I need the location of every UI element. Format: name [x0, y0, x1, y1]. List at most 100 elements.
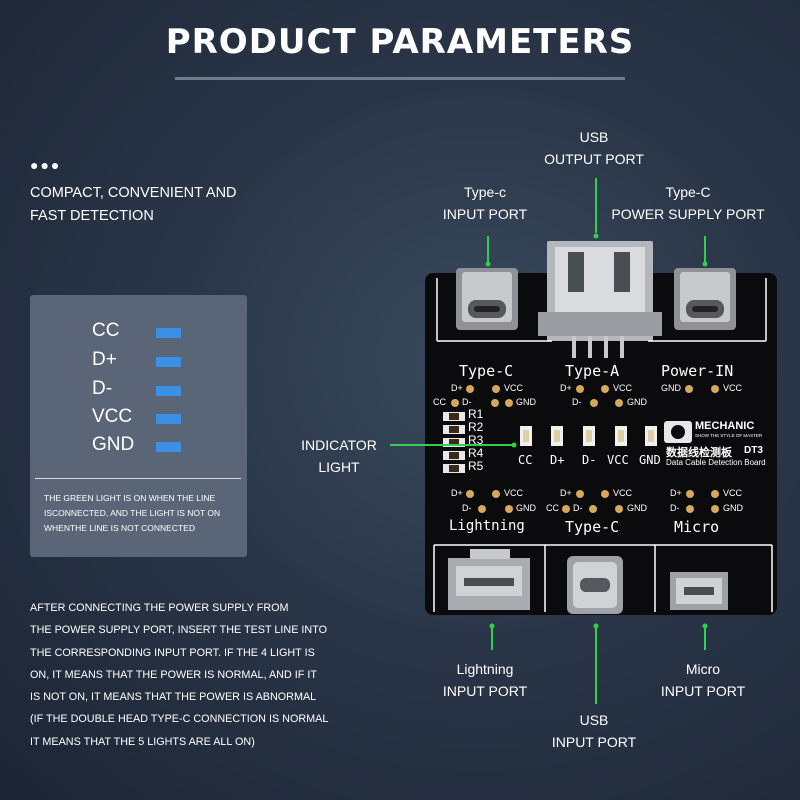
- pin-label: VCC: [504, 383, 524, 393]
- legend-row-gnd: GND: [92, 434, 202, 458]
- board-label-lightning: Lightning: [449, 518, 525, 534]
- pin-label: D-: [462, 397, 472, 407]
- legend-row-cc: CC: [92, 320, 202, 344]
- callout-line: USB: [579, 129, 609, 145]
- typec-input-port: [456, 268, 518, 330]
- callout-line: Micro: [685, 661, 721, 677]
- note-line: THE GREEN LIGHT IS ON WHEN THE LINE: [44, 493, 216, 503]
- legend-note: THE GREEN LIGHT IS ON WHEN THE LINE ISCO…: [44, 491, 244, 536]
- pcb-board: [425, 273, 777, 615]
- feature-line-2: FAST DETECTION: [30, 208, 154, 224]
- pin-label: GND: [723, 503, 743, 513]
- brand-name: MECHANIC: [695, 420, 755, 432]
- feature-text: COMPACT, CONVENIENT AND FAST DETECTION: [30, 182, 290, 228]
- board-label-power-in: Power-IN: [661, 362, 734, 380]
- legend-indicator-bar: [156, 442, 181, 452]
- resistor-label: R2: [468, 420, 484, 434]
- title-underline: [175, 77, 625, 80]
- pin-label: D+: [560, 383, 572, 393]
- led-label-dplus: D+: [550, 453, 565, 467]
- typec-usb-input-port: [567, 556, 623, 614]
- resistor-label: R4: [468, 446, 484, 460]
- pin-label: D-: [572, 397, 582, 407]
- pin-label: GND: [661, 383, 681, 393]
- pin-label: D-: [573, 503, 583, 513]
- resistor-label: R5: [468, 459, 484, 473]
- legend-label: D+: [92, 349, 117, 370]
- instruction-line: (IF THE DOUBLE HEAD TYPE-C CONNECTION IS…: [30, 713, 329, 726]
- instruction-line: THE POWER SUPPLY PORT, INSERT THE TEST L…: [30, 624, 327, 637]
- board-label-typea: Type-A: [565, 362, 620, 380]
- brand-tagline: SHOW THE STYLE OF MASTER: [695, 433, 763, 438]
- instruction-line: ON, IT MEANS THAT THE POWER IS NORMAL, A…: [30, 668, 317, 681]
- pin-pads: [451, 385, 719, 513]
- lightning-input-port: [448, 549, 530, 610]
- pin-label: VCC: [723, 488, 743, 498]
- callout-lines: [390, 178, 706, 704]
- callout-usb-output: USB OUTPUT PORT: [544, 126, 644, 170]
- callout-line: INPUT PORT: [660, 683, 746, 699]
- legend-label: CC: [92, 320, 120, 341]
- pin-label: VCC: [723, 383, 743, 393]
- callout-line: INPUT PORT: [442, 206, 528, 222]
- pin-label: D-: [670, 503, 680, 513]
- pin-label: VCC: [613, 488, 633, 498]
- divider: [35, 478, 241, 479]
- legend-row-vcc: VCC: [92, 406, 202, 430]
- pin-label: GND: [516, 397, 536, 407]
- bullet-dots: ●●●: [30, 157, 62, 173]
- instruction-line: IS NOT ON, IT MEANS THAT THE POWER IS AB…: [30, 691, 317, 704]
- board-subtitle: Data Cable Detection Board: [666, 458, 766, 467]
- led-label-cc: CC: [518, 453, 533, 467]
- typec-power-port: [674, 268, 736, 330]
- legend-label: VCC: [92, 406, 133, 427]
- legend-label: D-: [92, 378, 113, 399]
- legend-panel: [30, 295, 247, 557]
- callout-line: INPUT PORT: [442, 683, 528, 699]
- callout-line: Type-C: [665, 184, 711, 200]
- callout-line: INPUT PORT: [551, 734, 637, 750]
- note-line: WHENTHE LINE IS NOT CONNECTED: [44, 523, 195, 533]
- board-model: DT3: [744, 445, 763, 456]
- legend-row-dminus: D-: [92, 378, 202, 402]
- callout-lightning-input: Lightning INPUT PORT: [430, 658, 540, 702]
- callout-micro-input: Micro INPUT PORT: [648, 658, 758, 702]
- callout-line: OUTPUT PORT: [544, 151, 644, 167]
- legend-indicator-bar: [156, 386, 181, 396]
- pin-label: D+: [560, 488, 572, 498]
- pin-label: CC: [546, 503, 559, 513]
- callout-line: LIGHT: [318, 459, 360, 475]
- indicator-leds: [520, 426, 657, 446]
- pin-label: GND: [516, 503, 536, 513]
- legend-row-dplus: D+: [92, 349, 202, 373]
- resistor-label: R1: [468, 407, 484, 421]
- callout-line: POWER SUPPLY PORT: [611, 206, 765, 222]
- instruction-line: AFTER CONNECTING THE POWER SUPPLY FROM: [30, 602, 289, 614]
- resistor-labels: R1 R2 R3 R4 R5: [468, 408, 483, 473]
- callout-line: INDICATOR: [301, 437, 377, 453]
- legend-indicator-bar: [156, 328, 181, 338]
- legend-label: GND: [92, 434, 135, 455]
- pin-label: D+: [451, 383, 463, 393]
- led-label-dminus: D-: [582, 453, 597, 467]
- callout-typec-input: Type-c INPUT PORT: [430, 181, 540, 225]
- usb-a-output-port: [538, 241, 662, 358]
- callout-typec-power: Type-C POWER SUPPLY PORT: [610, 181, 766, 225]
- led-label-vcc: VCC: [607, 453, 629, 467]
- board-label-micro: Micro: [674, 518, 720, 536]
- pin-label: VCC: [504, 488, 524, 498]
- page-title: PRODUCT PARAMETERS: [165, 22, 635, 62]
- callout-line: Lightning: [456, 661, 514, 677]
- instruction-line: THE CORRESPONDING INPUT PORT. IF THE 4 L…: [30, 646, 315, 659]
- board-label-typec: Type-C: [459, 362, 514, 380]
- callout-line: USB: [579, 712, 609, 728]
- pin-label: CC: [433, 397, 446, 407]
- pin-label: D-: [462, 503, 472, 513]
- callout-line: Type-c: [463, 184, 506, 200]
- note-line: ISCONNECTED, AND THE LIGHT IS NOT ON: [44, 508, 221, 518]
- instruction-line: IT MEANS THAT THE 5 LIGHTS ARE ALL ON): [30, 735, 255, 748]
- pin-label: GND: [627, 503, 647, 513]
- resistor-label: R3: [468, 433, 484, 447]
- pin-label: GND: [627, 397, 647, 407]
